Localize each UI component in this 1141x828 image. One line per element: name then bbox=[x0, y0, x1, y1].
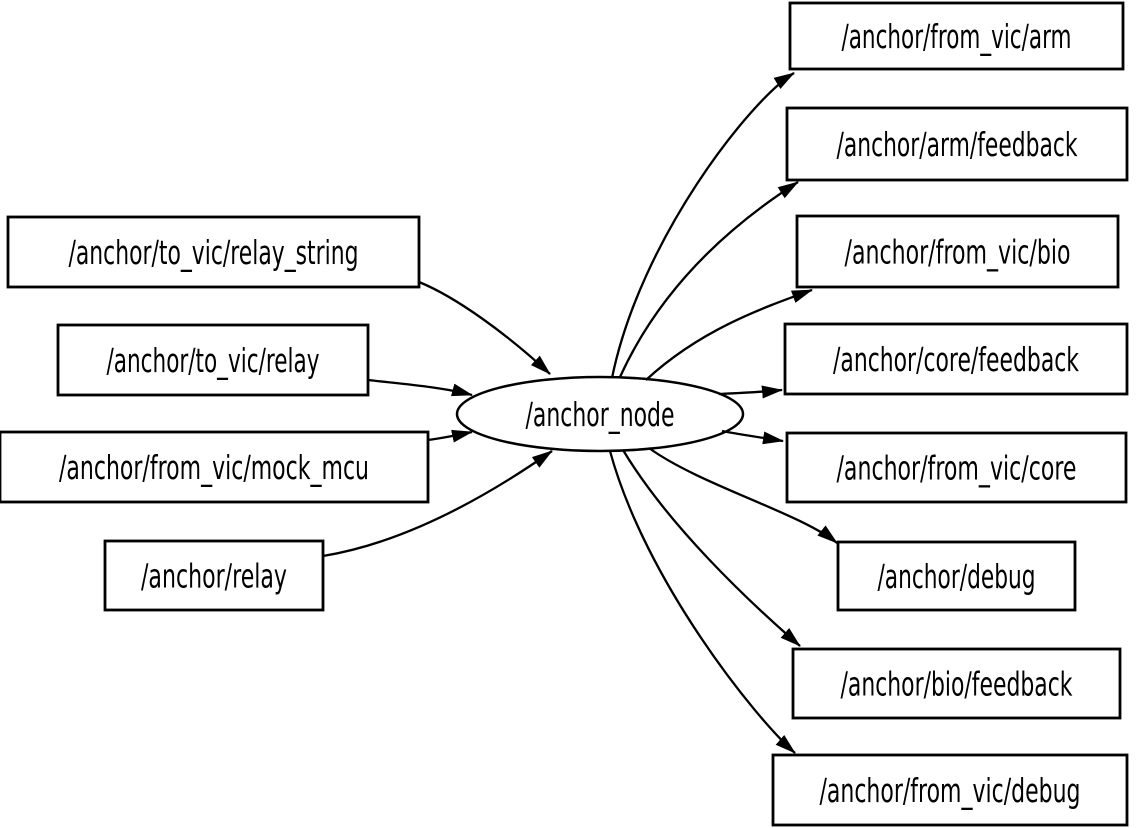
node-anchor-node: /anchor_node bbox=[455, 375, 745, 453]
topic-label-to-vic-relay: /anchor/to_vic/relay bbox=[107, 341, 320, 380]
topic-box-arm-feedback[interactable] bbox=[785, 106, 1129, 182]
topic-label-debug: /anchor/debug bbox=[878, 557, 1036, 596]
node-label-anchor-node: /anchor_node bbox=[526, 395, 675, 434]
topic-box-from-vic-bio[interactable] bbox=[795, 214, 1120, 289]
topic-box-from-vic-core[interactable] bbox=[785, 431, 1128, 504]
node-to-vic-relay-string: /anchor/to_vic/relay_string bbox=[6, 215, 421, 289]
edge-anchor-to-vic-relay-string-to-anchor-node bbox=[418, 280, 551, 375]
topic-label-from-vic-core: /anchor/from_vic/core bbox=[837, 449, 1077, 488]
node-from-vic-debug: /anchor/from_vic/debug bbox=[771, 753, 1129, 827]
edge-anchor-node-to-anchor-arm-feedback bbox=[618, 181, 799, 378]
node-core-feedback: /anchor/core/feedback bbox=[783, 322, 1129, 396]
topic-box-from-vic-mock-mcu[interactable] bbox=[0, 430, 430, 504]
topic-box-bio-feedback[interactable] bbox=[791, 647, 1122, 720]
topic-box-debug[interactable] bbox=[836, 540, 1077, 612]
topic-box-to-vic-relay[interactable] bbox=[56, 323, 370, 397]
node-from-vic-arm: /anchor/from_vic/arm bbox=[788, 1, 1125, 71]
node-from-vic-core: /anchor/from_vic/core bbox=[785, 431, 1128, 504]
node-ellipse-anchor-node[interactable] bbox=[455, 375, 745, 453]
edge-anchor-node-to-anchor-from-vic-core bbox=[721, 429, 784, 445]
topic-label-relay: /anchor/relay bbox=[141, 557, 287, 596]
topic-box-to-vic-relay-string[interactable] bbox=[6, 215, 421, 289]
topic-label-from-vic-debug: /anchor/from_vic/debug bbox=[820, 771, 1081, 810]
topic-label-from-vic-bio: /anchor/from_vic/bio bbox=[845, 233, 1071, 272]
edge-anchor-node-to-anchor-from-vic-debug bbox=[608, 450, 796, 754]
node-relay: /anchor/relay bbox=[103, 539, 325, 612]
edge-anchor-to-vic-relay-to-anchor-node bbox=[367, 378, 473, 397]
topic-box-from-vic-debug[interactable] bbox=[771, 753, 1129, 827]
topic-box-from-vic-arm[interactable] bbox=[788, 1, 1125, 71]
topic-label-from-vic-arm: /anchor/from_vic/arm bbox=[842, 17, 1072, 56]
edge-anchor-node-to-anchor-debug bbox=[648, 447, 838, 544]
node-bio-feedback: /anchor/bio/feedback bbox=[791, 647, 1122, 720]
topic-box-core-feedback[interactable] bbox=[783, 322, 1129, 396]
edge-anchor-from-vic-mock-mcu-to-anchor-node bbox=[427, 429, 473, 443]
edges-layer bbox=[322, 72, 838, 754]
topic-label-from-vic-mock-mcu: /anchor/from_vic/mock_mcu bbox=[59, 448, 369, 487]
edge-anchor-relay-to-anchor-node bbox=[322, 450, 553, 558]
node-from-vic-bio: /anchor/from_vic/bio bbox=[795, 214, 1120, 289]
topic-label-bio-feedback: /anchor/bio/feedback bbox=[841, 665, 1074, 704]
topic-label-to-vic-relay-string: /anchor/to_vic/relay_string bbox=[69, 233, 359, 272]
topic-label-core-feedback: /anchor/core/feedback bbox=[833, 340, 1080, 379]
edge-anchor-node-to-anchor-core-feedback bbox=[718, 385, 783, 399]
edge-anchor-node-to-anchor-from-vic-bio bbox=[645, 288, 813, 381]
edge-anchor-node-to-anchor-bio-feedback bbox=[622, 449, 801, 647]
node-debug: /anchor/debug bbox=[836, 540, 1077, 612]
topic-box-relay[interactable] bbox=[103, 539, 325, 612]
node-from-vic-mock-mcu: /anchor/from_vic/mock_mcu bbox=[0, 430, 430, 504]
topic-label-arm-feedback: /anchor/arm/feedback bbox=[837, 125, 1079, 164]
node-arm-feedback: /anchor/arm/feedback bbox=[785, 106, 1129, 182]
edge-anchor-node-to-anchor-from-vic-arm bbox=[610, 72, 795, 379]
node-to-vic-relay: /anchor/to_vic/relay bbox=[56, 323, 370, 397]
